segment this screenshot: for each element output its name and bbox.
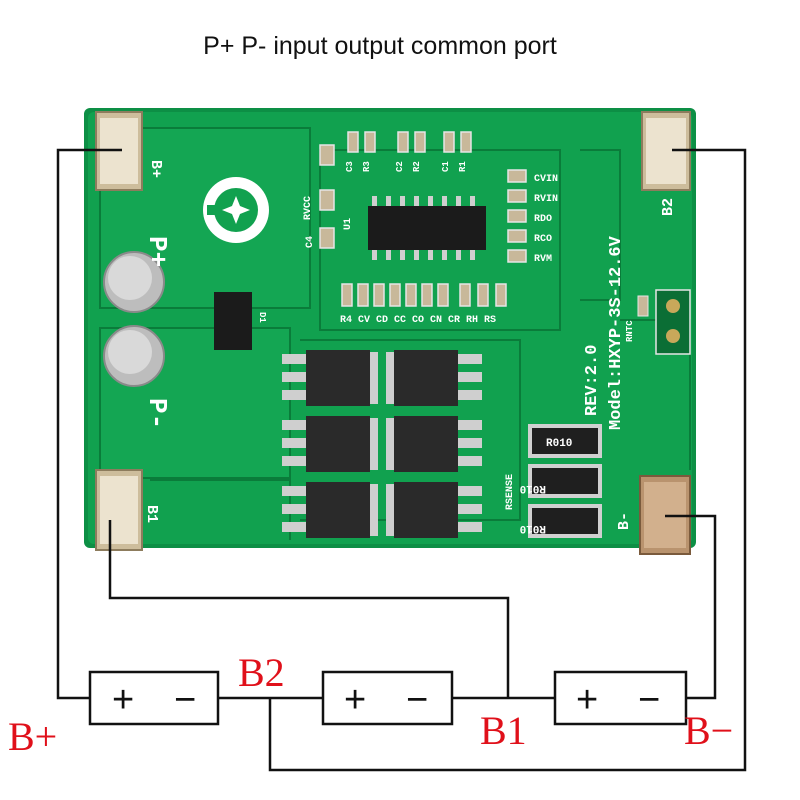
svg-text:CVIN: CVIN <box>534 174 558 185</box>
pad-p-minus <box>103 325 165 387</box>
wire-b-minus <box>665 514 717 700</box>
svg-text:C2: C2 <box>395 161 405 172</box>
svg-text:R3: R3 <box>362 161 372 172</box>
rntc-header <box>637 289 691 355</box>
wire-label-b2: B2 <box>238 650 285 695</box>
cell-3-minus: − <box>638 679 660 721</box>
svg-text:C3: C3 <box>345 161 355 172</box>
cell-2-minus: − <box>406 679 428 721</box>
u1-label: U1 <box>343 218 354 230</box>
pad-b-minus-label: B- <box>616 512 633 530</box>
svg-text:CR: CR <box>448 315 460 326</box>
svg-text:R1: R1 <box>458 161 468 172</box>
svg-text:C1: C1 <box>441 161 451 172</box>
battery-cell-1 <box>88 670 220 726</box>
svg-text:CN: CN <box>430 315 442 326</box>
pad-b2-label: B2 <box>660 198 677 216</box>
wire-b1 <box>108 520 510 698</box>
battery-cell-3 <box>553 670 688 726</box>
wiring <box>56 148 747 772</box>
svg-text:RDO: RDO <box>534 214 552 225</box>
wire-label-b1: B1 <box>480 708 527 753</box>
svg-text:RH: RH <box>466 315 478 326</box>
sense-resistor-3-label: R010 <box>520 522 546 534</box>
pad-p-plus <box>103 251 165 313</box>
chip-d1 <box>214 292 252 350</box>
chip-u1 <box>368 196 486 260</box>
battery-cell-2 <box>321 670 454 726</box>
svg-text:CO: CO <box>412 315 424 326</box>
cap-labels: CVIN RVIN RDO RCO RVM <box>534 174 558 265</box>
wire-b-plus <box>56 148 122 700</box>
svg-text:RCO: RCO <box>534 234 552 245</box>
sense-resistor-3 <box>528 504 602 538</box>
rsense-label: RSENSE <box>505 474 516 510</box>
svg-text:CC: CC <box>394 315 406 326</box>
wire-b2 <box>268 148 747 772</box>
svg-text:RVIN: RVIN <box>534 194 558 205</box>
sense-resistor-2 <box>528 464 602 498</box>
pad-b1 <box>95 469 143 551</box>
small-components <box>319 131 527 307</box>
pcb-board <box>84 108 696 548</box>
rntc-label: RNTC <box>625 320 635 342</box>
p-plus-label: P+ <box>142 236 172 267</box>
rvcc-label: RVCC <box>303 196 314 220</box>
svg-text:RVM: RVM <box>534 254 552 265</box>
svg-text:CV: CV <box>358 315 370 326</box>
model-label: Model:HXYP-3S-12.6V <box>607 235 626 430</box>
svg-text:R4: R4 <box>340 315 352 326</box>
d1-label: D1 <box>257 312 267 323</box>
sense-resistor-2-label: R010 <box>520 482 546 494</box>
cell-3-plus: + <box>576 679 598 721</box>
pad-b1-label: B1 <box>143 505 160 523</box>
mosfet-array <box>282 350 482 538</box>
wire-label-b-minus: B− <box>684 708 733 753</box>
pad-b-plus-label: B+ <box>147 160 164 178</box>
cell-2-plus: + <box>344 679 366 721</box>
cell-1-minus: − <box>174 679 196 721</box>
c4-label: C4 <box>305 236 316 248</box>
svg-text:R2: R2 <box>412 161 422 172</box>
svg-text:RS: RS <box>484 315 496 326</box>
p-minus-label: P- <box>142 398 172 429</box>
cell-1-plus: + <box>112 679 134 721</box>
wire-label-b-plus: B+ <box>8 714 57 759</box>
svg-text:CD: CD <box>376 315 388 326</box>
bottom-row-labels: R4 CV CD CC CO CN CR RH RS <box>340 315 496 326</box>
brand-logo-icon <box>203 177 269 243</box>
diagram-title: P+ P- input output common port <box>203 32 557 60</box>
sense-resistor-1 <box>528 424 602 458</box>
top-row-labels: C3 R3 C2 R2 C1 R1 <box>345 161 468 172</box>
sense-resistor-1-label: R010 <box>546 438 572 450</box>
rev-label: REV:2.0 <box>583 345 602 416</box>
